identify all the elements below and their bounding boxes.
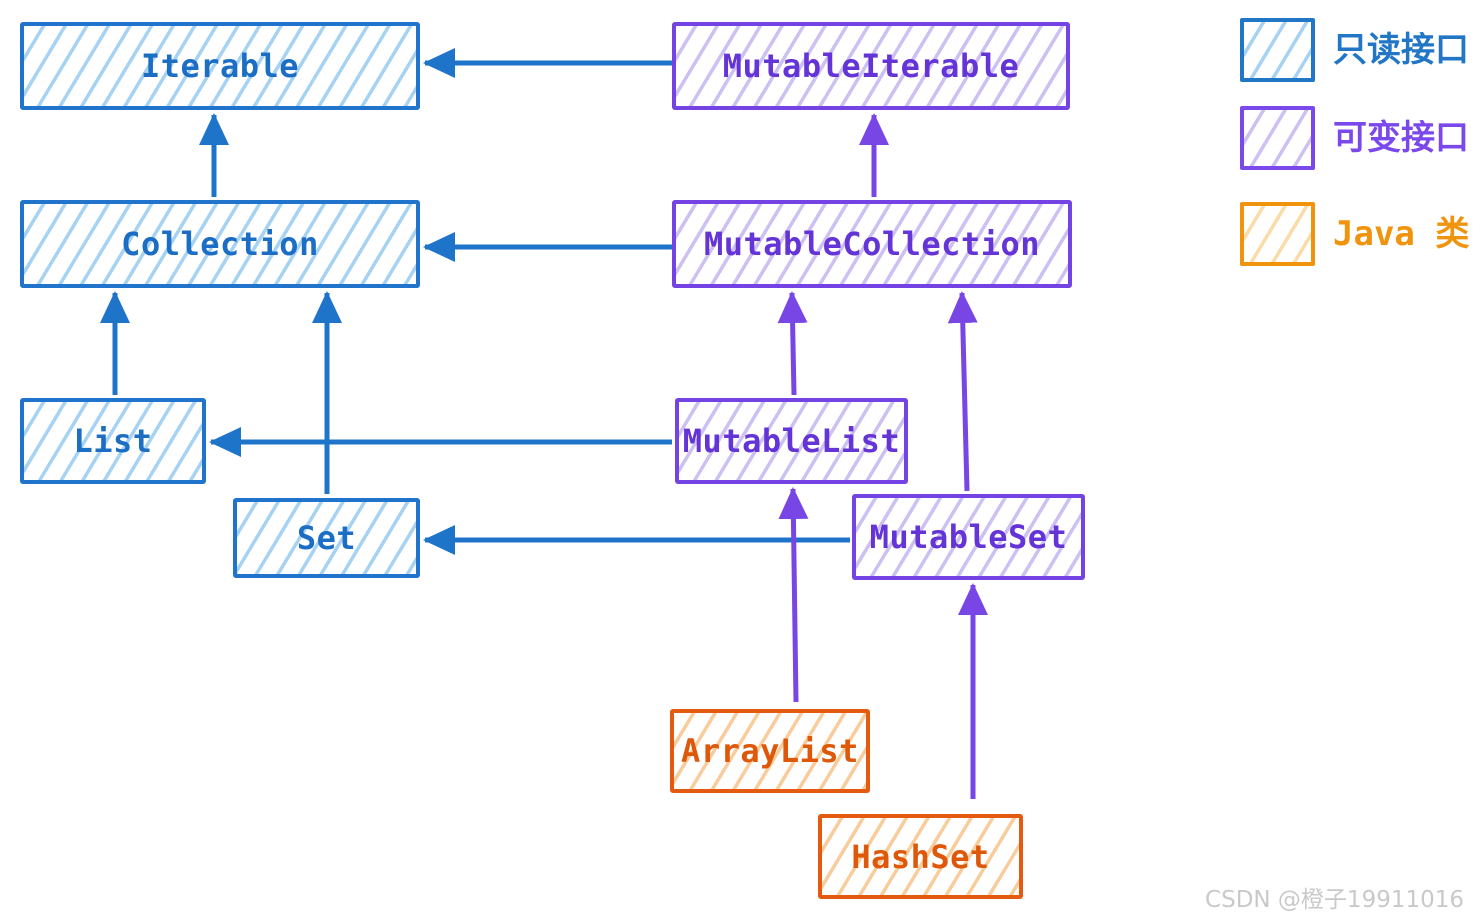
node-label-mutable-set: MutableSet bbox=[869, 518, 1068, 556]
node-mutable-iterable: MutableIterable bbox=[672, 22, 1070, 110]
node-label-mutable-list: MutableList bbox=[682, 422, 901, 460]
edge-arraylist-to-mutablelist bbox=[778, 487, 809, 703]
legend-label-java: Java 类 bbox=[1333, 214, 1470, 254]
node-label-list: List bbox=[73, 422, 153, 460]
legend-item-mutable: 可变接口 bbox=[1240, 106, 1469, 170]
node-label-hashset: HashSet bbox=[851, 837, 990, 876]
legend-label-mutable: 可变接口 bbox=[1333, 118, 1469, 158]
legend-swatch-readonly bbox=[1240, 18, 1315, 82]
legend-swatch-java bbox=[1240, 202, 1315, 266]
node-label-iterable: Iterable bbox=[140, 47, 300, 85]
node-label-mutable-iterable: MutableIterable bbox=[722, 47, 1020, 85]
node-mutable-set: MutableSet bbox=[852, 494, 1085, 580]
legend-label-readonly: 只读接口 bbox=[1333, 30, 1469, 70]
node-hashset: HashSet bbox=[818, 814, 1023, 899]
node-label-set: Set bbox=[296, 519, 357, 557]
node-iterable: Iterable bbox=[20, 22, 420, 110]
node-list: List bbox=[20, 398, 206, 484]
edge-mutablelist-to-mutablecollection bbox=[777, 291, 808, 396]
node-label-arraylist: ArrayList bbox=[681, 732, 859, 770]
node-mutable-collection: MutableCollection bbox=[672, 200, 1072, 288]
watermark: CSDN @橙子19911016 bbox=[1205, 887, 1464, 913]
node-mutable-list: MutableList bbox=[675, 398, 908, 484]
node-label-mutable-collection: MutableCollection bbox=[703, 225, 1040, 263]
node-label-collection: Collection bbox=[121, 225, 319, 263]
legend-item-java: Java 类 bbox=[1240, 202, 1469, 266]
node-set: Set bbox=[233, 498, 420, 578]
edge-mutableset-to-mutablecollection bbox=[947, 291, 978, 492]
node-arraylist: ArrayList bbox=[670, 709, 870, 793]
node-collection: Collection bbox=[20, 200, 420, 288]
legend-item-readonly: 只读接口 bbox=[1240, 18, 1469, 82]
legend-swatch-mutable bbox=[1240, 106, 1315, 170]
